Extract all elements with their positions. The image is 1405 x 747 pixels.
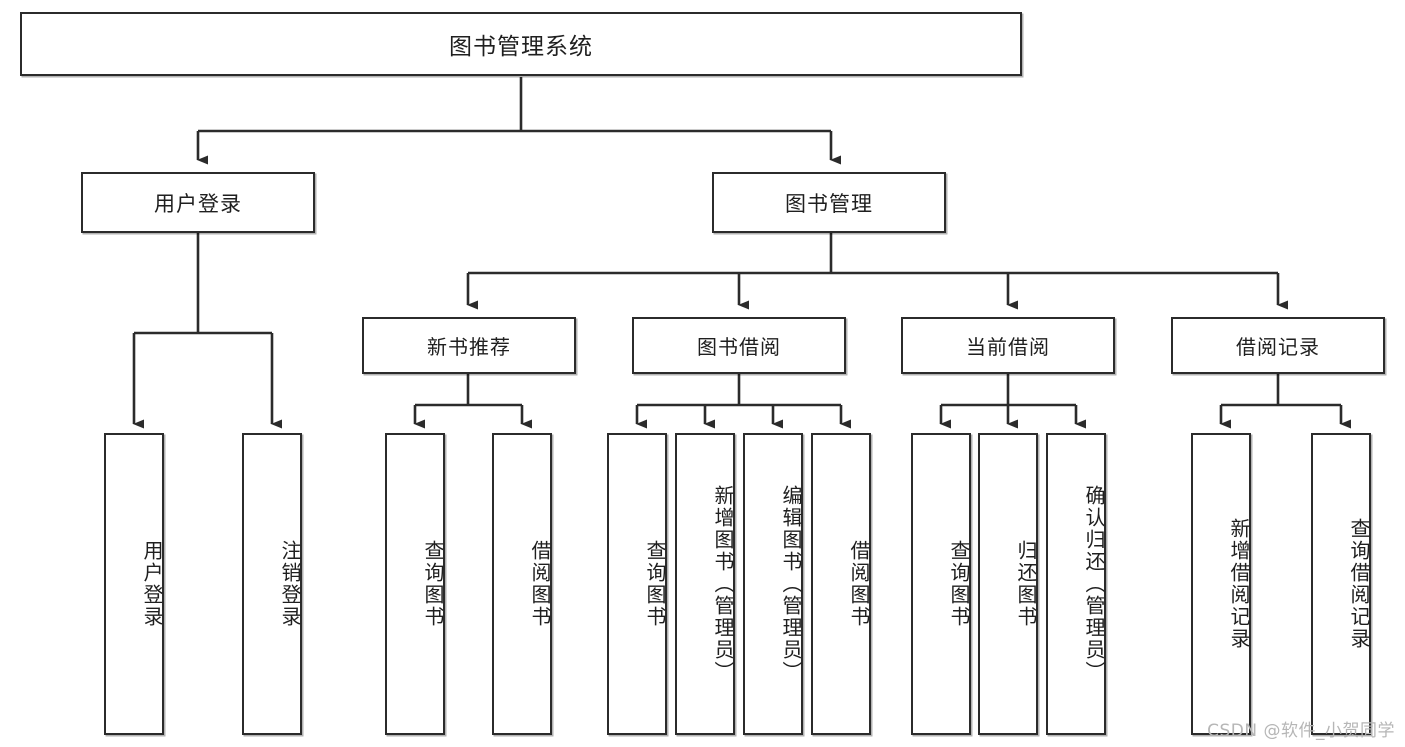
node-current-borrow-label: 当前借阅 (966, 335, 1050, 359)
leaf-logout-label: 注销登录 (278, 540, 302, 628)
leaf-query-book-3[interactable]: 查询图书 (911, 433, 971, 735)
node-borrow-record[interactable]: 借阅记录 (1171, 317, 1385, 374)
leaf-query-book-2-label: 查询图书 (643, 540, 667, 628)
node-current-borrow[interactable]: 当前借阅 (901, 317, 1115, 374)
node-book-borrow[interactable]: 图书借阅 (632, 317, 846, 374)
leaf-query-book-1-label: 查询图书 (421, 540, 445, 628)
node-user-login[interactable]: 用户登录 (81, 172, 315, 233)
leaf-confirm-return[interactable]: 确认归还（管理员） (1046, 433, 1106, 735)
leaf-borrow-book-2-label: 借阅图书 (847, 540, 871, 628)
leaf-borrow-book-1-label: 借阅图书 (528, 540, 552, 628)
node-book-manage[interactable]: 图书管理 (712, 172, 946, 233)
node-new-book-rec[interactable]: 新书推荐 (362, 317, 576, 374)
leaf-query-book-3-label: 查询图书 (947, 540, 971, 628)
leaf-return-book-label: 归还图书 (1014, 540, 1038, 628)
leaf-borrow-book-2[interactable]: 借阅图书 (811, 433, 871, 735)
leaf-logout[interactable]: 注销登录 (242, 433, 302, 735)
node-book-manage-label: 图书管理 (785, 191, 873, 216)
node-book-borrow-label: 图书借阅 (697, 335, 781, 359)
leaf-borrow-book-1[interactable]: 借阅图书 (492, 433, 552, 735)
leaf-add-record-label: 新增借阅记录 (1227, 518, 1251, 650)
leaf-user-login[interactable]: 用户登录 (104, 433, 164, 735)
leaf-query-record-label: 查询借阅记录 (1347, 518, 1371, 650)
leaf-add-book-label: 新增图书（管理员） (711, 485, 735, 683)
csdn-watermark: CSDN @软件_小贺同学 (1207, 721, 1395, 741)
leaf-add-book[interactable]: 新增图书（管理员） (675, 433, 735, 735)
leaf-confirm-return-label: 确认归还（管理员） (1082, 485, 1106, 683)
leaf-edit-book[interactable]: 编辑图书（管理员） (743, 433, 803, 735)
leaf-query-book-1[interactable]: 查询图书 (385, 433, 445, 735)
leaf-edit-book-label: 编辑图书（管理员） (779, 485, 803, 683)
node-user-login-label: 用户登录 (154, 191, 242, 216)
leaf-query-record[interactable]: 查询借阅记录 (1311, 433, 1371, 735)
leaf-query-book-2[interactable]: 查询图书 (607, 433, 667, 735)
node-root[interactable]: 图书管理系统 (20, 12, 1022, 76)
leaf-user-login-label: 用户登录 (140, 540, 164, 628)
node-borrow-record-label: 借阅记录 (1236, 335, 1320, 359)
node-new-book-rec-label: 新书推荐 (427, 335, 511, 359)
node-root-label: 图书管理系统 (449, 34, 593, 60)
leaf-add-record[interactable]: 新增借阅记录 (1191, 433, 1251, 735)
leaf-return-book[interactable]: 归还图书 (978, 433, 1038, 735)
